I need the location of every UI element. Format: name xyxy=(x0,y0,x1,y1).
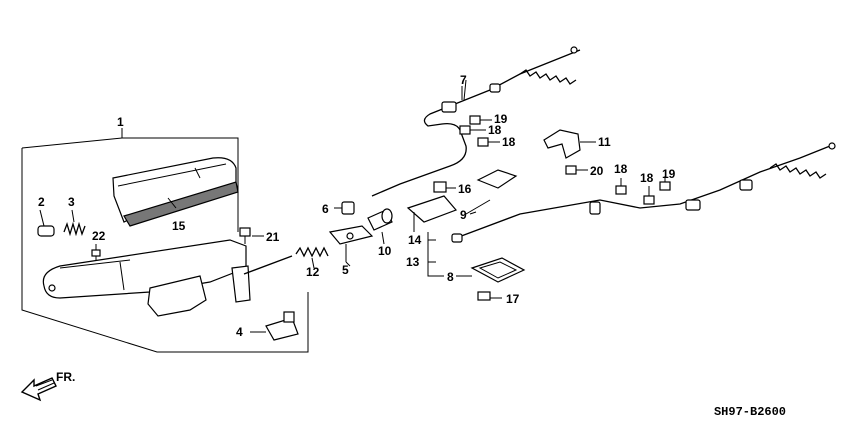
callout-7: 7 xyxy=(460,73,467,87)
fastener-19-right xyxy=(659,176,671,191)
cable-boot xyxy=(367,208,393,245)
callout-1: 1 xyxy=(117,115,124,129)
adjusting-nut xyxy=(334,201,355,215)
callout-18b: 18 xyxy=(502,135,516,149)
brake-switch xyxy=(250,311,299,341)
diagram-code: SH97-B2600 xyxy=(714,405,786,419)
callout-9: 9 xyxy=(460,208,467,222)
callout-2: 2 xyxy=(38,195,45,209)
equalizer xyxy=(328,225,374,262)
fastener-18-right-b xyxy=(643,186,655,205)
lower-rear-cable xyxy=(451,142,836,243)
callout-15: 15 xyxy=(172,219,186,233)
callout-bracket-lines xyxy=(167,79,477,277)
bracket-pad-9 xyxy=(406,169,518,223)
return-spring xyxy=(295,246,329,269)
callout-3: 3 xyxy=(68,195,75,209)
upper-rear-cable xyxy=(371,46,581,197)
adjusting-rod xyxy=(243,255,293,275)
handle-cover xyxy=(112,157,239,227)
brake-lever xyxy=(42,239,251,317)
fastener-19-upper xyxy=(469,115,492,125)
assembly-outline xyxy=(21,128,309,353)
fastener-18-right-a xyxy=(615,178,627,195)
callout-17: 17 xyxy=(506,292,520,306)
callout-19b: 19 xyxy=(662,167,676,181)
callout-14: 14 xyxy=(408,233,422,247)
callout-11: 11 xyxy=(598,135,611,149)
callout-21: 21 xyxy=(266,230,280,244)
callout-13: 13 xyxy=(406,255,420,269)
release-pin xyxy=(37,209,55,237)
cable-bracket-11 xyxy=(543,129,596,159)
bolt-16 xyxy=(433,181,456,193)
front-direction-label: FR. xyxy=(56,370,75,384)
bolt-17 xyxy=(477,291,502,301)
callout-18c: 18 xyxy=(614,162,628,176)
bolt-21 xyxy=(239,227,264,244)
callout-18a: 18 xyxy=(488,123,502,137)
front-direction-arrow: FR. xyxy=(20,370,75,402)
grommet-8 xyxy=(456,257,526,283)
callout-19a: 19 xyxy=(494,112,508,126)
callout-10: 10 xyxy=(378,244,392,258)
bolt-20 xyxy=(565,165,588,175)
callout-12: 12 xyxy=(306,265,320,279)
fastener-18-upper-b xyxy=(477,137,500,147)
release-spring xyxy=(63,209,86,237)
callout-6: 6 xyxy=(322,202,329,216)
fastener-18-upper-a xyxy=(459,125,486,135)
callout-22: 22 xyxy=(92,229,106,243)
callout-4: 4 xyxy=(236,325,243,339)
callout-20: 20 xyxy=(590,164,604,178)
callout-8: 8 xyxy=(447,270,454,284)
callout-5: 5 xyxy=(342,263,349,277)
bolt-22 xyxy=(91,244,101,262)
callout-18d: 18 xyxy=(640,171,654,185)
callout-16: 16 xyxy=(458,182,472,196)
callout-labels: 1 2 3 4 5 6 7 8 9 10 11 12 13 14 15 16 1… xyxy=(38,73,676,339)
